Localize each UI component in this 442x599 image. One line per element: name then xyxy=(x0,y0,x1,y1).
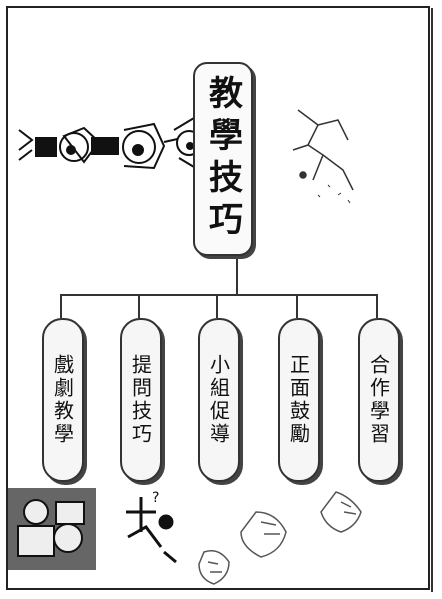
branch-connector xyxy=(376,294,378,318)
dancing-figures-clipart xyxy=(18,117,202,171)
branch-connector xyxy=(216,294,218,318)
root-label: 教學技巧 xyxy=(202,75,243,243)
root-node: 教學技巧 xyxy=(193,62,253,256)
horizontal-connector xyxy=(60,294,378,296)
bird-clipart xyxy=(292,109,354,204)
branch-connector xyxy=(138,294,140,318)
child-label: 小組促導 xyxy=(206,354,231,446)
child-node-questioning-skills: 提問技巧 xyxy=(120,318,162,482)
hand-sketches-clipart xyxy=(198,491,362,585)
child-node-cooperative-learning: 合作學習 xyxy=(358,318,400,482)
svg-text:?: ? xyxy=(152,490,159,506)
child-label: 正面鼓勵 xyxy=(286,354,311,446)
child-node-positive-encouragement: 正面鼓勵 xyxy=(278,318,320,482)
branch-connector xyxy=(60,294,62,318)
kids-clipart xyxy=(8,488,96,570)
child-label: 提問技巧 xyxy=(128,354,153,446)
trunk-connector xyxy=(236,252,238,294)
page-edge-line xyxy=(431,8,433,592)
child-node-drama-teaching: 戲劇教學 xyxy=(42,318,84,482)
branch-connector xyxy=(296,294,298,318)
child-label: 戲劇教學 xyxy=(50,354,75,446)
child-node-group-facilitation: 小組促導 xyxy=(198,318,240,482)
question-figure-clipart: ? xyxy=(126,490,177,564)
child-label: 合作學習 xyxy=(366,354,391,446)
